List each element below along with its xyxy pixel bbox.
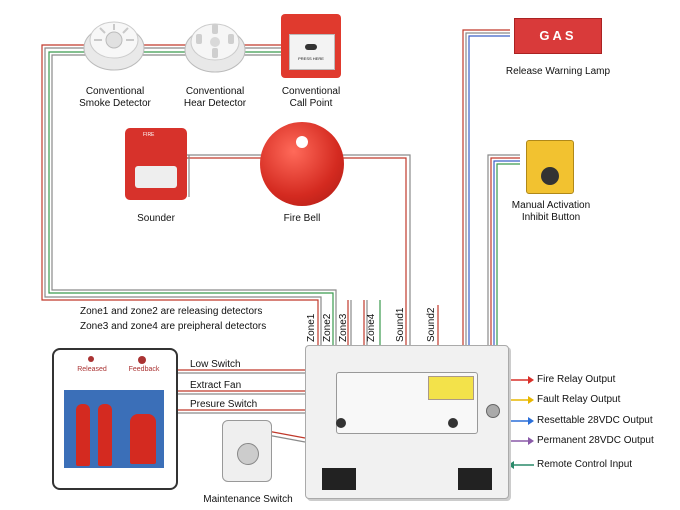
presure-switch-label: Presure Switch — [190, 399, 258, 410]
release-lamp-text: GAS — [539, 28, 577, 43]
panel-vent-left — [322, 468, 356, 490]
smoke-detector — [82, 12, 146, 76]
resettable-output-label: Resettable 28VDC Output — [537, 415, 653, 426]
panel-keyswitch — [486, 404, 500, 418]
input-zone2: Zone2 — [322, 313, 333, 342]
input-zone1: Zone1 — [306, 313, 317, 342]
heat-detector-label: Conventional Hear Detector — [183, 86, 247, 109]
sounder-lens — [135, 166, 177, 188]
input-sound2: Sound2 — [426, 307, 437, 342]
low-switch-label: Low Switch — [190, 359, 241, 370]
smoke-detector-icon — [83, 21, 145, 71]
cylinder-rack — [64, 390, 164, 468]
sounder: FIRE — [125, 128, 187, 200]
cylinder-2 — [98, 404, 112, 466]
panel-knob-left — [336, 418, 346, 428]
note-releasing: Zone1 and zone2 are releasing detectors — [80, 306, 263, 317]
fire-bell — [260, 122, 344, 206]
heat-detector — [182, 12, 248, 78]
call-point-label: Conventional Call Point — [281, 86, 341, 109]
inhibit-button-label: Manual Activation Inhibit Button — [511, 200, 591, 223]
panel-lcd — [428, 376, 474, 400]
extract-fan-label: Extract Fan — [190, 380, 242, 391]
released-indicator — [88, 356, 94, 362]
remote-control-input-label: Remote Control Input — [537, 459, 633, 470]
panel-vent-right — [458, 468, 492, 490]
fault-relay-output-label: Fault Relay Output — [537, 394, 621, 405]
sounder-label: Sounder — [137, 213, 175, 224]
heat-detector-icon — [184, 23, 246, 73]
gas-cylinder-box: Released Feedback — [52, 348, 178, 490]
feedback-indicator — [138, 356, 146, 364]
note-peripheral: Zone3 and zone4 are preipheral detectors — [80, 321, 267, 332]
sounder-badge: FIRE — [143, 132, 155, 138]
control-panel — [305, 345, 509, 499]
input-zone3: Zone3 — [338, 313, 349, 342]
cylinder-3 — [130, 414, 156, 464]
release-warning-lamp: GAS — [514, 18, 602, 54]
released-label: Released — [77, 366, 107, 373]
feedback-label: Feedback — [128, 366, 160, 373]
fire-relay-output-label: Fire Relay Output — [537, 374, 616, 385]
input-sound1: Sound1 — [395, 307, 406, 342]
permanent-output-label: Permanent 28VDC Output — [537, 435, 654, 446]
panel-knob-right — [448, 418, 458, 428]
inhibit-button — [526, 140, 574, 194]
smoke-detector-label: Conventional Smoke Detector — [79, 86, 151, 109]
call-point-glass — [289, 34, 335, 70]
fire-bell-center — [296, 136, 308, 148]
maintenance-switch — [222, 420, 272, 482]
maintenance-switch-knob — [237, 443, 259, 465]
call-point-glass-text: PRESS HERE — [298, 56, 324, 61]
inhibit-button-key — [541, 167, 559, 185]
call-point: PRESS HERE — [281, 14, 341, 78]
maintenance-switch-label: Maintenance Switch — [203, 494, 293, 505]
release-lamp-label: Release Warning Lamp — [505, 66, 611, 77]
input-zone4: Zone4 — [366, 313, 377, 342]
call-point-dot — [305, 44, 317, 50]
fire-bell-label: Fire Bell — [283, 213, 321, 224]
sound1-wire-a — [185, 157, 407, 345]
cylinder-1 — [76, 404, 90, 466]
